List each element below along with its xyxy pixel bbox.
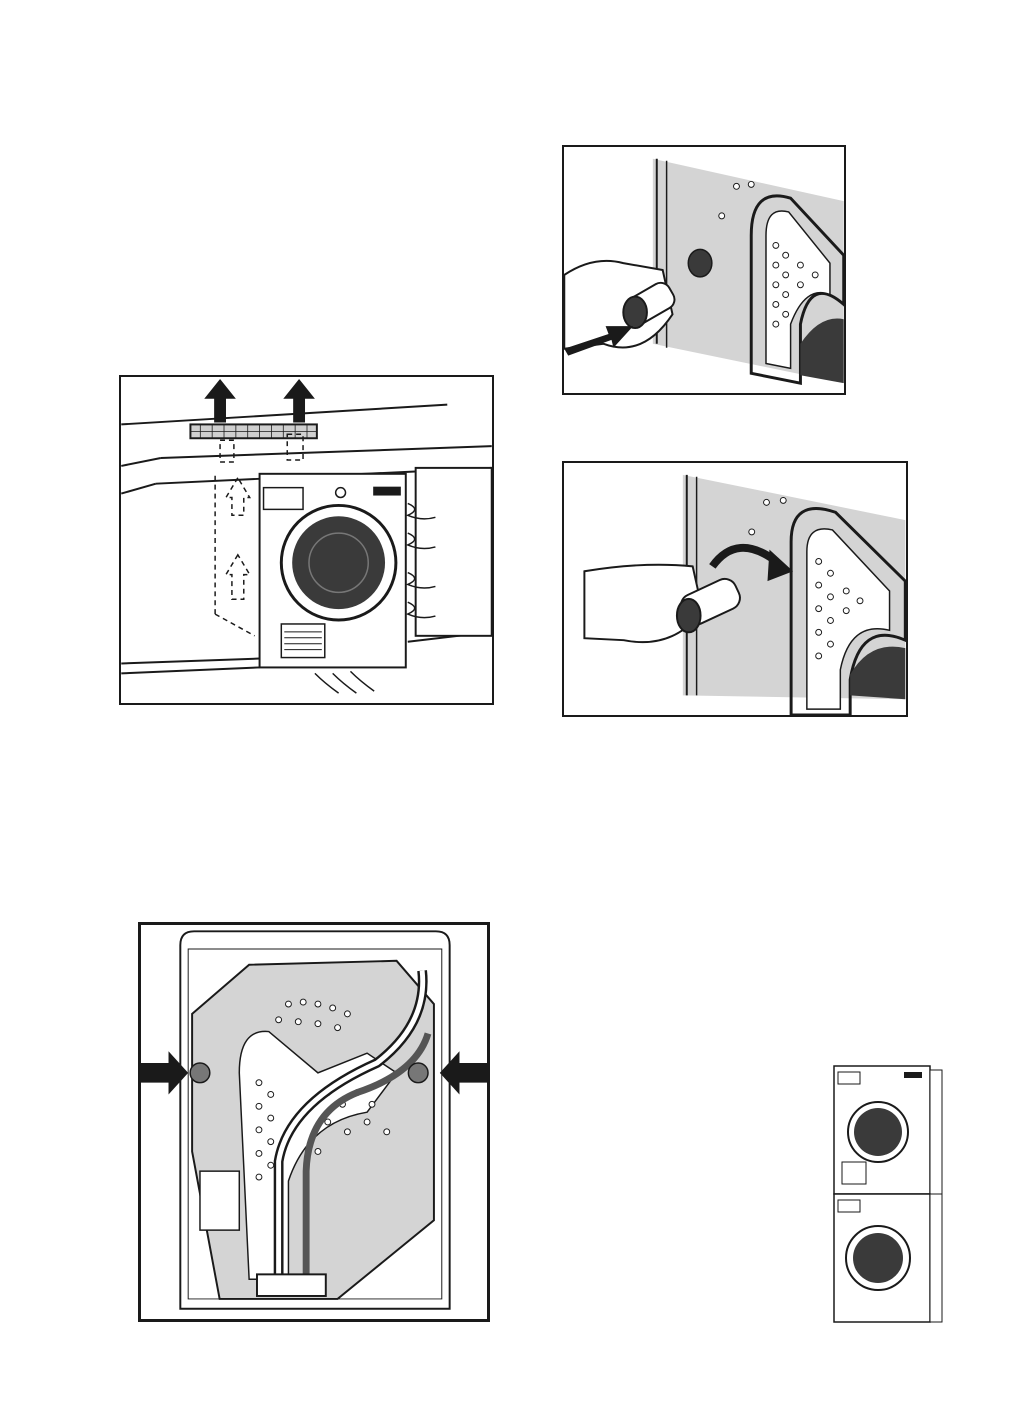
airflow-illustration	[121, 377, 492, 703]
stacked-appliance-icon	[832, 1062, 946, 1328]
rear-panel-illustration	[141, 925, 487, 1319]
insert-plug-figure	[562, 145, 846, 395]
stacked-units-figure	[832, 1062, 946, 1328]
ventilation-figure	[119, 375, 494, 705]
rear-panel-figure	[138, 922, 490, 1322]
rotate-plug-figure	[562, 461, 908, 717]
rotate-plug-illustration	[564, 463, 906, 715]
insert-plug-illustration	[564, 147, 844, 393]
